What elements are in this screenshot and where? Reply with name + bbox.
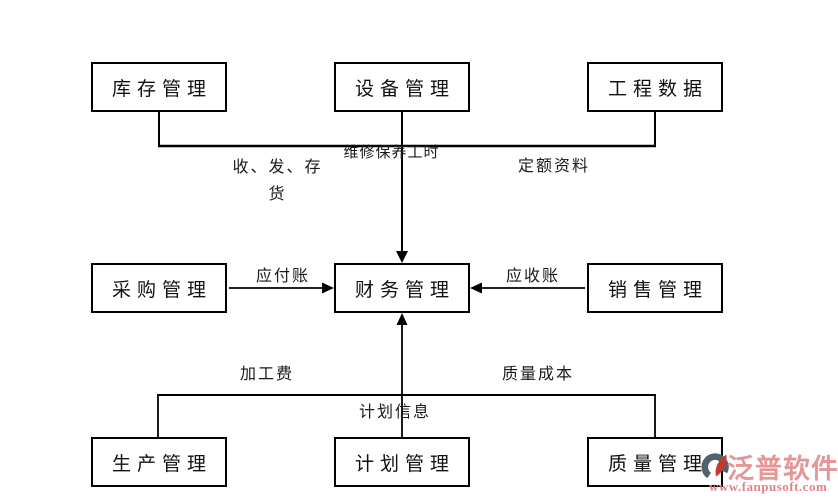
node-finance: 财务管理 (334, 263, 470, 313)
node-procurement: 采购管理 (91, 263, 227, 313)
arrowhead-up-icon (396, 313, 408, 325)
edge-label-quota-data: 定额资料 (517, 158, 590, 175)
vendor-url-text: www.fanpusoft.com (709, 479, 828, 494)
arrowhead-right-icon (322, 282, 334, 294)
edge-label-processing-fee: 加工费 (239, 366, 294, 383)
fanpu-logo-icon (701, 453, 729, 481)
edge-label-maintenance-hours: 维修保养工时 (343, 145, 440, 161)
edge-label-accounts-receivable: 应收账 (505, 268, 560, 285)
node-inventory: 库存管理 (91, 62, 227, 112)
node-equipment: 设备管理 (334, 62, 470, 112)
edge-label-accounts-payable: 应付账 (255, 268, 310, 285)
vendor-brand-text: 泛普软件 (727, 454, 838, 484)
edge-label-inventory-flow-line2: 货 (268, 186, 287, 203)
node-planning: 计划管理 (334, 437, 470, 487)
node-production: 生产管理 (91, 437, 227, 487)
node-engineering-data: 工程数据 (587, 62, 723, 112)
edge-label-plan-info: 计划信息 (358, 404, 431, 421)
edge-label-inventory-flow-line1: 收、发、存 (232, 159, 323, 176)
arrowhead-down-icon (396, 251, 408, 263)
node-sales: 销售管理 (587, 263, 723, 313)
arrowhead-left-icon (470, 282, 482, 294)
edge-label-quality-cost: 质量成本 (501, 366, 574, 383)
